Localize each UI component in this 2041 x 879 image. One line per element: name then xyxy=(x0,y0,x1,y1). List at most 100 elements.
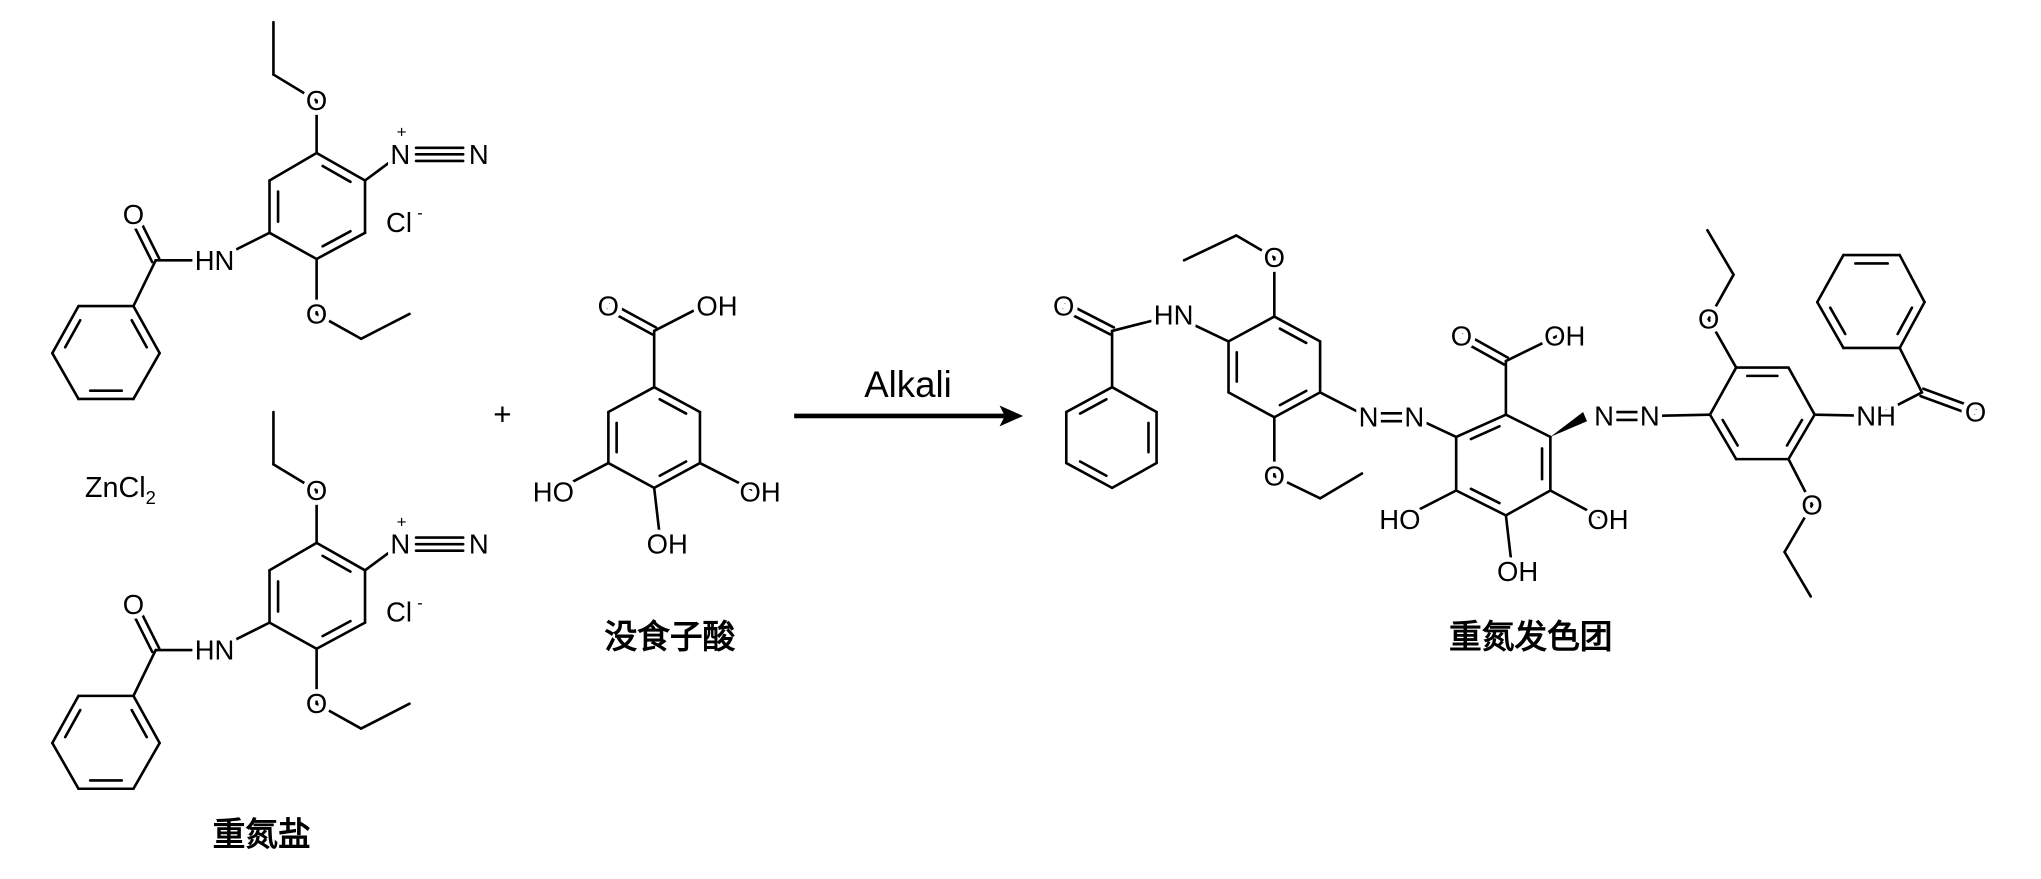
atom-oh: OH xyxy=(1544,321,1585,352)
bond xyxy=(1787,413,1816,461)
bond xyxy=(607,461,656,490)
charge-plus: + xyxy=(397,123,407,142)
atom-o: O xyxy=(1264,461,1285,492)
atom-n: N xyxy=(1594,400,1614,431)
reaction-arrow: Alkali xyxy=(794,364,1024,427)
atom-ho: HO xyxy=(533,476,574,507)
bond xyxy=(63,318,82,349)
zncl2-label: ZnCl2 xyxy=(85,472,156,508)
bond xyxy=(1783,550,1813,598)
bond xyxy=(268,151,318,182)
bond xyxy=(1273,474,1322,500)
atom-n: N xyxy=(469,139,489,170)
atom-n-plus: N xyxy=(390,139,410,170)
bond xyxy=(1919,394,1976,418)
bond xyxy=(1896,306,1914,336)
atom-o: O xyxy=(306,688,327,719)
azo-dye-product-molecule: O HN O O N N O OH HO OH OH N N O O NH O xyxy=(1048,238,1990,592)
diazonium-molecule-top: O N + N Cl - O HN O xyxy=(118,81,493,334)
bond xyxy=(698,461,758,494)
reaction-condition: Alkali xyxy=(864,364,951,405)
bond xyxy=(315,231,367,261)
bond xyxy=(359,702,411,730)
bond xyxy=(132,304,161,355)
bond xyxy=(363,542,402,572)
atom-o: O xyxy=(306,85,327,116)
diazonium-salt-caption: 重氮盐 xyxy=(213,816,311,854)
bond xyxy=(321,619,352,638)
atom-oh: OH xyxy=(696,291,737,322)
bond xyxy=(51,304,80,355)
bond xyxy=(1078,397,1108,415)
bond xyxy=(1549,489,1606,521)
bond xyxy=(132,648,157,698)
atom-oh: OH xyxy=(1497,556,1538,587)
bond xyxy=(1504,489,1552,517)
bond xyxy=(1898,300,1926,350)
atom-o: O xyxy=(123,199,144,230)
bond xyxy=(1504,514,1514,573)
bond xyxy=(272,73,318,103)
atom-o: O xyxy=(1965,397,1986,428)
bond xyxy=(1227,315,1276,343)
bond xyxy=(135,602,161,650)
atom-n: N xyxy=(1404,402,1424,433)
bond xyxy=(359,312,411,341)
bond xyxy=(51,741,80,791)
bond xyxy=(1182,234,1238,262)
bond xyxy=(652,304,704,333)
bond xyxy=(1278,389,1308,407)
bond xyxy=(213,231,271,262)
bond xyxy=(1469,487,1501,505)
bond xyxy=(1064,385,1114,414)
bond xyxy=(1110,385,1158,414)
bond xyxy=(132,258,157,308)
bond xyxy=(1454,413,1508,439)
bond xyxy=(1815,253,1845,304)
bond xyxy=(1398,489,1458,521)
atom-oh: OH xyxy=(1587,504,1628,535)
bond xyxy=(1706,228,1735,276)
gallic-acid-molecule: O OH HO OH OH xyxy=(528,286,785,564)
bond xyxy=(130,708,149,739)
bond xyxy=(1708,366,1738,416)
atom-n: N xyxy=(469,529,489,560)
bond xyxy=(1898,346,1924,394)
bond xyxy=(1278,327,1308,345)
bond xyxy=(132,741,161,791)
bond xyxy=(1648,413,1712,418)
atom-cl: Cl xyxy=(386,207,412,238)
bond xyxy=(315,702,363,730)
bond xyxy=(652,486,663,546)
bond xyxy=(1458,338,1506,366)
bond xyxy=(1318,391,1370,419)
charge-minus: - xyxy=(417,204,423,223)
wedge-bond xyxy=(1550,412,1588,437)
atom-o: O xyxy=(1053,291,1074,322)
atom-o: O xyxy=(598,291,619,322)
bond xyxy=(1708,413,1738,461)
bond xyxy=(1787,366,1816,416)
bond xyxy=(272,463,318,492)
bond xyxy=(135,212,161,260)
bond xyxy=(315,541,367,572)
bond xyxy=(1707,273,1735,321)
bond xyxy=(1785,418,1804,447)
bond-lines xyxy=(51,20,1979,791)
atom-o: O xyxy=(306,475,327,506)
bond xyxy=(132,694,161,745)
atom-o: O xyxy=(306,298,327,329)
atom-n: N xyxy=(1640,400,1660,431)
bond xyxy=(132,351,161,401)
bond xyxy=(321,229,352,248)
bond xyxy=(608,301,658,329)
atom-o: O xyxy=(1698,304,1719,335)
bond xyxy=(1273,391,1322,419)
bond xyxy=(63,708,82,739)
bond xyxy=(1078,460,1108,478)
bond xyxy=(1898,253,1926,304)
atom-o: O xyxy=(1451,321,1472,352)
bond xyxy=(213,621,271,652)
azo-chromophore-caption: 重氮发色团 xyxy=(1449,618,1612,656)
